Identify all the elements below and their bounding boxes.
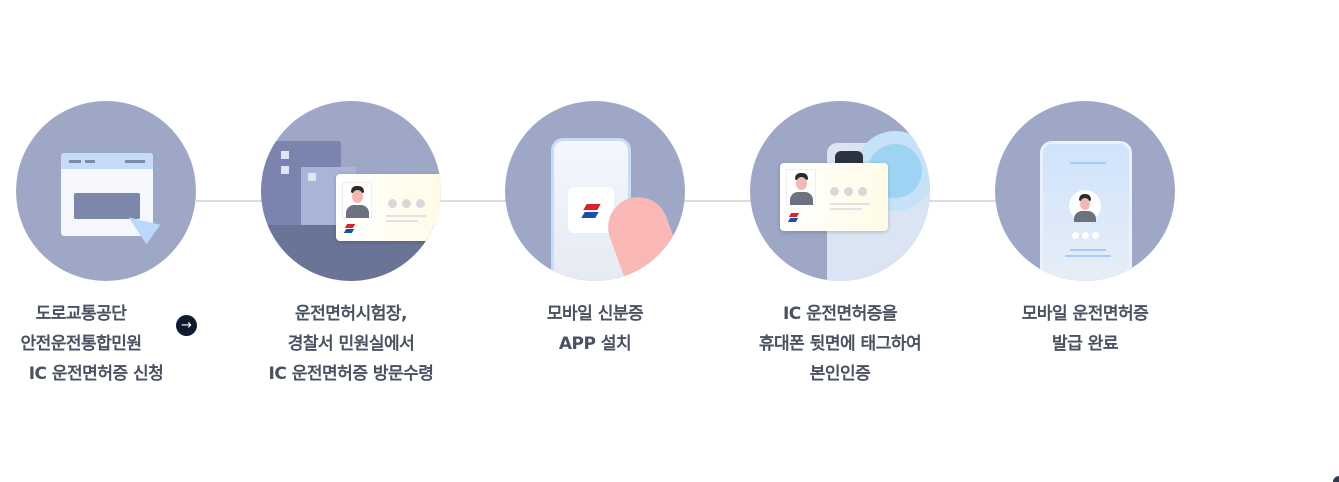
building-illustration [261, 101, 441, 281]
browser-illustration [16, 101, 196, 281]
id-card-icon [336, 174, 441, 241]
mobile-license-illustration [995, 101, 1175, 281]
phone-app-illustration [505, 101, 685, 281]
step-label: IC 운전면허증을 휴대폰 뒷면에 태그하여 본인인증 [758, 304, 922, 384]
floating-button-edge[interactable] [1333, 476, 1339, 482]
arrow-right-icon[interactable]: → [176, 315, 197, 336]
step-install: 모바일 신분증 APP 설치 [505, 101, 685, 354]
step-complete: 모바일 운전면허증 발급 완료 [995, 101, 1175, 354]
step-label: 운전면허시험장, 경찰서 민원실에서 IC 운전면허증 방문수령 [268, 304, 434, 384]
nfc-tag-illustration [750, 101, 930, 281]
browser-window-icon [61, 153, 153, 236]
step-label: 모바일 운전면허증 발급 완료 [1021, 304, 1149, 354]
step-label: 도로교통공단 안전운전통합민원 IC 운전면허증 신청 [20, 304, 164, 384]
id-card-icon [780, 163, 888, 231]
step-pickup: 운전면허시험장, 경찰서 민원실에서 IC 운전면허증 방문수령 [261, 101, 441, 384]
app-icon [568, 187, 614, 233]
step-label: 모바일 신분증 APP 설치 [546, 304, 644, 354]
step-apply: 도로교통공단 안전운전통합민원 IC 운전면허증 신청 → [16, 101, 197, 384]
step-verify: IC 운전면허증을 휴대폰 뒷면에 태그하여 본인인증 [750, 101, 930, 384]
